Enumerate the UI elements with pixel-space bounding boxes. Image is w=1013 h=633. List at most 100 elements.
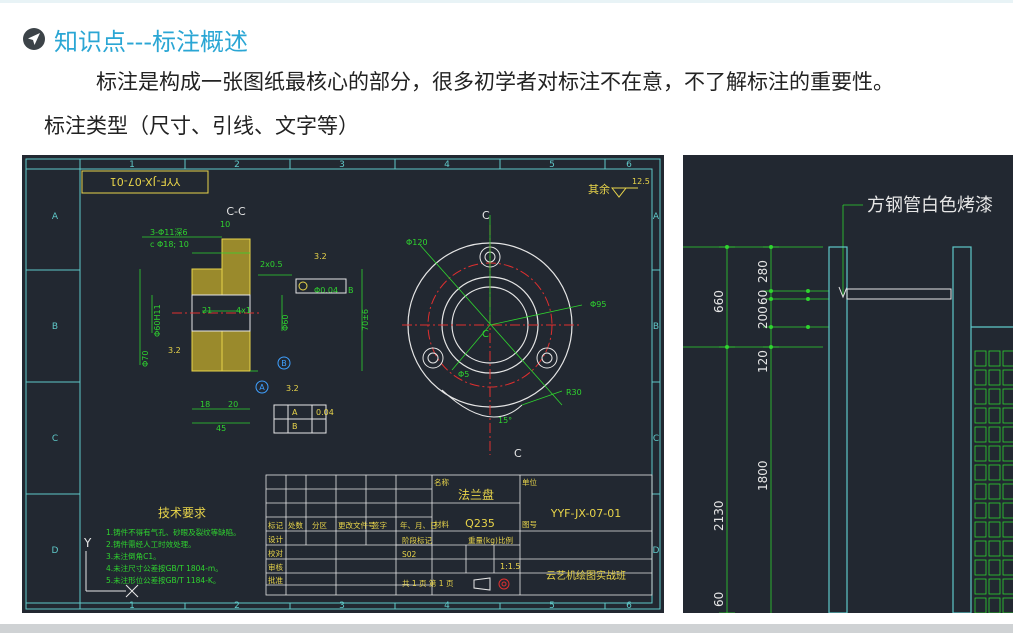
sheet-count: 共 1 页 第 1 页 (402, 578, 454, 588)
grid-col-label: 5 (549, 601, 555, 611)
window-grid-cell (974, 521, 987, 538)
title-block-label: 名称 (434, 477, 449, 487)
grid-col-label: 2 (234, 601, 240, 611)
title-block: 标记 设计 校对 审核 批准 处数 分区 更改文件号 签字 年、月、日 名称 材… (265, 474, 653, 596)
tech-note: 1.铸件不得有气孔、砂眼及裂纹等缺陷。 (106, 527, 241, 537)
grid-col-label: 3 (339, 601, 345, 611)
window-grid-cell (974, 445, 987, 462)
section-heading: 知识点---标注概述 (22, 22, 248, 56)
material: Q235 (465, 517, 495, 530)
bottom-scrollbar-track (0, 624, 1013, 633)
window-grid-cell (988, 369, 1001, 386)
company-name: 云艺机绘图实战班 (546, 569, 626, 582)
datum-text: B (348, 286, 354, 295)
dimension-text: Φ60 (281, 315, 290, 331)
dimension-text: 21 (202, 306, 212, 315)
grid-col-label: 2 (234, 160, 240, 170)
center-label: C (482, 209, 490, 222)
window-grid-cell (988, 597, 1001, 613)
tolerance-datum: 0.04 (316, 408, 334, 417)
title-block-label: 更改文件号 (338, 520, 376, 530)
window-grid-cell (1002, 426, 1013, 443)
window-grid-cell (974, 369, 987, 386)
dimension-text: Φ60H11 (153, 304, 162, 337)
dimension-text: 10 (220, 220, 230, 229)
grid-col-label: 1 (129, 601, 135, 611)
window-grid-cell (1002, 407, 1013, 424)
dimension-text: R30 (566, 388, 582, 397)
leader-label: 方钢管白色烤漆 (867, 195, 993, 216)
window-grid-cell (988, 521, 1001, 538)
grid-col-label: 4 (444, 160, 450, 170)
intro-paragraph: 标注是构成一张图纸最核心的部分，很多初学者对标注不在意，不了解标注的重要性。 (96, 70, 894, 94)
title-block-label: S02 (402, 550, 417, 559)
window-grid-cell (1002, 483, 1013, 500)
title-block-label: 校对 (268, 548, 283, 558)
title-block-label: 比例 (498, 535, 513, 545)
top-accent-line (0, 0, 1013, 3)
cad-drawing-frame[interactable]: 方钢管白色烤漆 660 2130 60 280 60 200 120 1800 (683, 155, 1013, 613)
grid-col-label: 1 (129, 160, 135, 170)
window-grid-cell (988, 559, 1001, 576)
roughness-value: 12.5 (632, 177, 650, 186)
drawing-number: YYF-JX-07-01 (550, 507, 622, 520)
grid-col-label: 6 (626, 601, 632, 611)
roughness-text: 3.2 (314, 252, 327, 261)
grid-col-label: 6 (626, 160, 632, 170)
window-grid-cell (974, 540, 987, 557)
dimension-text: 660 (712, 290, 726, 313)
window-grid-cell (1002, 445, 1013, 462)
grid-row-label: C (653, 434, 659, 444)
grid-row-label: B (52, 322, 58, 332)
tech-note: 3.未注倒角C1。 (106, 551, 161, 561)
title-block-label: 分区 (312, 521, 327, 530)
title-block-label: 处数 (288, 520, 303, 530)
grid-col-label: 4 (444, 601, 450, 611)
grid-row-label: C (52, 434, 58, 444)
center-label: C (482, 329, 489, 340)
window-grid-cell (988, 483, 1001, 500)
grid-row-label: B (653, 322, 659, 332)
cad-drawing-flange[interactable]: 1 2 3 4 5 6 1 2 3 4 5 6 A B C D A B C D … (22, 155, 664, 613)
grid-row-label: A (653, 212, 660, 222)
roughness-text: 3.2 (168, 346, 181, 355)
navigation-arrow-icon (23, 28, 45, 50)
window-grid-cell (974, 483, 987, 500)
dimension-text: 45 (216, 424, 226, 433)
dimension-text: Φ95 (590, 300, 606, 309)
dimension-text: 200 (756, 306, 770, 329)
window-grid-cell (1002, 521, 1013, 538)
window-grid-cell (988, 350, 1001, 367)
dimension-text: 60 (712, 592, 726, 607)
title-block-label: 图号 (522, 520, 537, 529)
tech-note: 5.未注形位公差按GB/T 1184-K。 (106, 575, 220, 585)
flange-drawing-canvas: 1 2 3 4 5 6 1 2 3 4 5 6 A B C D A B C D … (25, 158, 661, 611)
window-grid-cell (974, 578, 987, 595)
window-grid-cell (1002, 350, 1013, 367)
hole-note: c Φ18; 10 (150, 240, 189, 249)
grid-row-label: D (52, 546, 59, 556)
window-grid-cell (988, 502, 1001, 519)
window-grid-cell (1002, 502, 1013, 519)
window-grid-cell (974, 559, 987, 576)
window-grid-cell (988, 578, 1001, 595)
window-grid-cell (1002, 540, 1013, 557)
grid-row-label: D (653, 546, 660, 556)
title-block-label: 签字 (372, 520, 387, 530)
window-grid-cell (1002, 597, 1013, 613)
title-block-label: 重量(kg) (468, 536, 498, 545)
tolerance-value: A (292, 408, 298, 417)
title-block-label: 单位 (522, 477, 537, 487)
window-grid-cell (1002, 578, 1013, 595)
window-grid-cell (988, 464, 1001, 481)
section-title: 知识点---标注概述 (54, 27, 248, 56)
dimension-text: 60 (756, 290, 770, 305)
tech-note: 4.未注尺寸公差按GB/T 1804-m。 (106, 563, 223, 573)
title-block-label: 阶段标记 (402, 535, 432, 545)
window-grid-cell (988, 540, 1001, 557)
datum-circle-a: A (259, 383, 265, 392)
datum-circle-b: B (281, 359, 287, 368)
dimension-text: 4x1 (236, 306, 251, 315)
window-grid-cell (974, 597, 987, 613)
dimension-text: 2130 (712, 500, 726, 531)
